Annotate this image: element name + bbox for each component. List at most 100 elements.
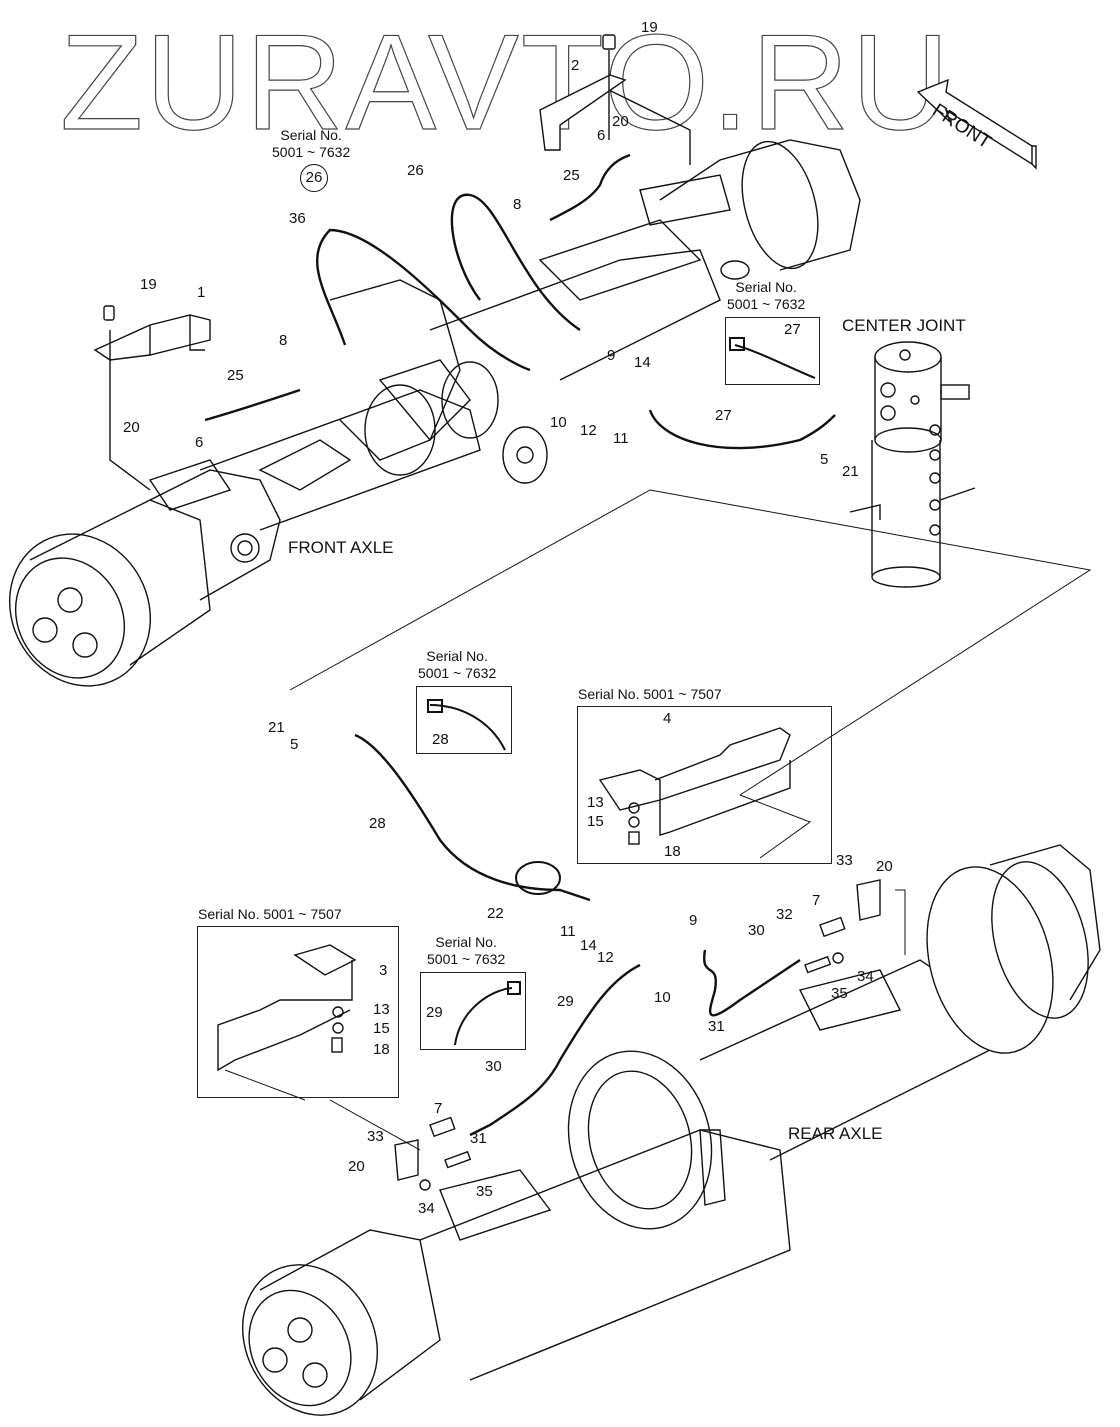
- serial-note-bracket-4: Serial No. 5001 ~ 7507: [578, 686, 722, 702]
- bracket-2-drawing: [539, 34, 691, 165]
- callout: 30: [485, 1058, 502, 1075]
- serial-line1: Serial No.: [280, 127, 342, 143]
- callout: 20: [612, 113, 629, 130]
- callout: 22: [487, 905, 504, 922]
- rear-axle-label: REAR AXLE: [788, 1124, 883, 1143]
- callout: 19: [641, 19, 658, 36]
- callout: 34: [418, 1200, 435, 1217]
- serial-line1: Serial No.: [735, 279, 797, 295]
- callout: 32: [776, 906, 793, 923]
- callout: 9: [689, 912, 698, 929]
- callout: 25: [563, 167, 580, 184]
- bracket-4-drawing: [598, 727, 791, 845]
- callout-circled-26: 26: [300, 164, 328, 192]
- hose-29-drawing: [469, 949, 801, 1137]
- callout: 18: [373, 1041, 390, 1058]
- callout: 31: [708, 1018, 725, 1035]
- serial-line2: 5001 ~ 7632: [727, 296, 806, 312]
- callout: 11: [613, 430, 629, 447]
- callout: 33: [367, 1128, 384, 1145]
- callout: 7: [812, 892, 821, 909]
- callout: 29: [557, 993, 574, 1010]
- assembly-leader-lines: [224, 489, 1092, 1151]
- callout: 8: [279, 332, 288, 349]
- inset-box-28: [416, 686, 512, 754]
- callout: 36: [289, 210, 306, 227]
- callout: 27: [715, 407, 732, 424]
- callout: 28: [369, 815, 386, 832]
- callout: 20: [876, 858, 893, 875]
- front-axle-drawing: [8, 139, 861, 687]
- callout: 19: [140, 276, 157, 293]
- callout: 27: [784, 321, 801, 338]
- callout: 21: [268, 719, 285, 736]
- fittings-rear: [394, 879, 881, 1191]
- inset-hose-28: [427, 699, 506, 751]
- center-joint-drawing: [849, 341, 976, 588]
- serial-line2: 5001 ~ 7632: [272, 144, 351, 160]
- callout: 25: [227, 367, 244, 384]
- bracket-3-drawing: [217, 944, 357, 1072]
- front-arrow-icon: [916, 78, 1037, 170]
- inset-box-bracket-3: [197, 926, 399, 1098]
- callout: 5: [290, 736, 299, 753]
- callout: 18: [664, 843, 681, 860]
- callout: 12: [597, 949, 614, 966]
- inset-box-27: [725, 317, 820, 385]
- callout: 7: [434, 1100, 443, 1117]
- inset-hose-29: [454, 981, 521, 1046]
- callout: 30: [748, 922, 765, 939]
- callout: 31: [470, 1130, 487, 1147]
- watermark: ZURAVTO.RU: [59, 6, 952, 158]
- callout: 9: [607, 347, 616, 364]
- serial-line1: Serial No.: [426, 648, 488, 664]
- rear-axle-drawing: [241, 844, 1101, 1416]
- callout: 33: [836, 852, 853, 869]
- serial-note-26: Serial No. 5001 ~ 7632: [272, 127, 350, 161]
- inset-hose-27: [729, 337, 816, 379]
- callout: 10: [550, 414, 567, 431]
- front-axle-label: FRONT AXLE: [288, 538, 394, 557]
- callout: 20: [123, 419, 140, 436]
- inset-box-29: [420, 972, 526, 1050]
- callout: 21: [842, 463, 859, 480]
- serial-note-28: Serial No. 5001 ~ 7632: [418, 648, 496, 682]
- callout: 28: [432, 731, 449, 748]
- hose-28-drawing: [354, 733, 591, 902]
- callout: 20: [348, 1158, 365, 1175]
- hoses-front: [204, 153, 836, 450]
- callout: 2: [571, 57, 580, 74]
- callout: 1: [197, 284, 206, 301]
- callout: 14: [580, 937, 597, 954]
- bracket-1-drawing: [93, 305, 211, 491]
- callout: 34: [857, 968, 874, 985]
- callout: 15: [587, 813, 604, 830]
- callout: 5: [820, 451, 829, 468]
- callout: 13: [373, 1001, 390, 1018]
- callout: 35: [831, 985, 848, 1002]
- callout: 3: [379, 962, 388, 979]
- serial-line1: Serial No.: [435, 934, 497, 950]
- center-joint-label: CENTER JOINT: [842, 316, 966, 335]
- callout: 12: [580, 422, 597, 439]
- callout: 14: [634, 354, 651, 371]
- callout: 29: [426, 1004, 443, 1021]
- callout: 35: [476, 1183, 493, 1200]
- callout: 6: [195, 434, 204, 451]
- serial-line2: 5001 ~ 7632: [418, 665, 497, 681]
- callout: 4: [663, 710, 672, 727]
- serial-note-29: Serial No. 5001 ~ 7632: [427, 934, 505, 968]
- serial-line2: 5001 ~ 7632: [427, 951, 506, 967]
- callout: 13: [587, 794, 604, 811]
- callout: 10: [654, 989, 671, 1006]
- callout: 26: [407, 162, 424, 179]
- callout: 15: [373, 1020, 390, 1037]
- serial-note-bracket-3: Serial No. 5001 ~ 7507: [198, 906, 342, 922]
- callout: 11: [560, 923, 576, 940]
- callout: 6: [597, 127, 606, 144]
- callout: 8: [513, 196, 522, 213]
- inset-box-bracket-4: [577, 706, 832, 864]
- serial-note-27: Serial No. 5001 ~ 7632: [727, 279, 805, 313]
